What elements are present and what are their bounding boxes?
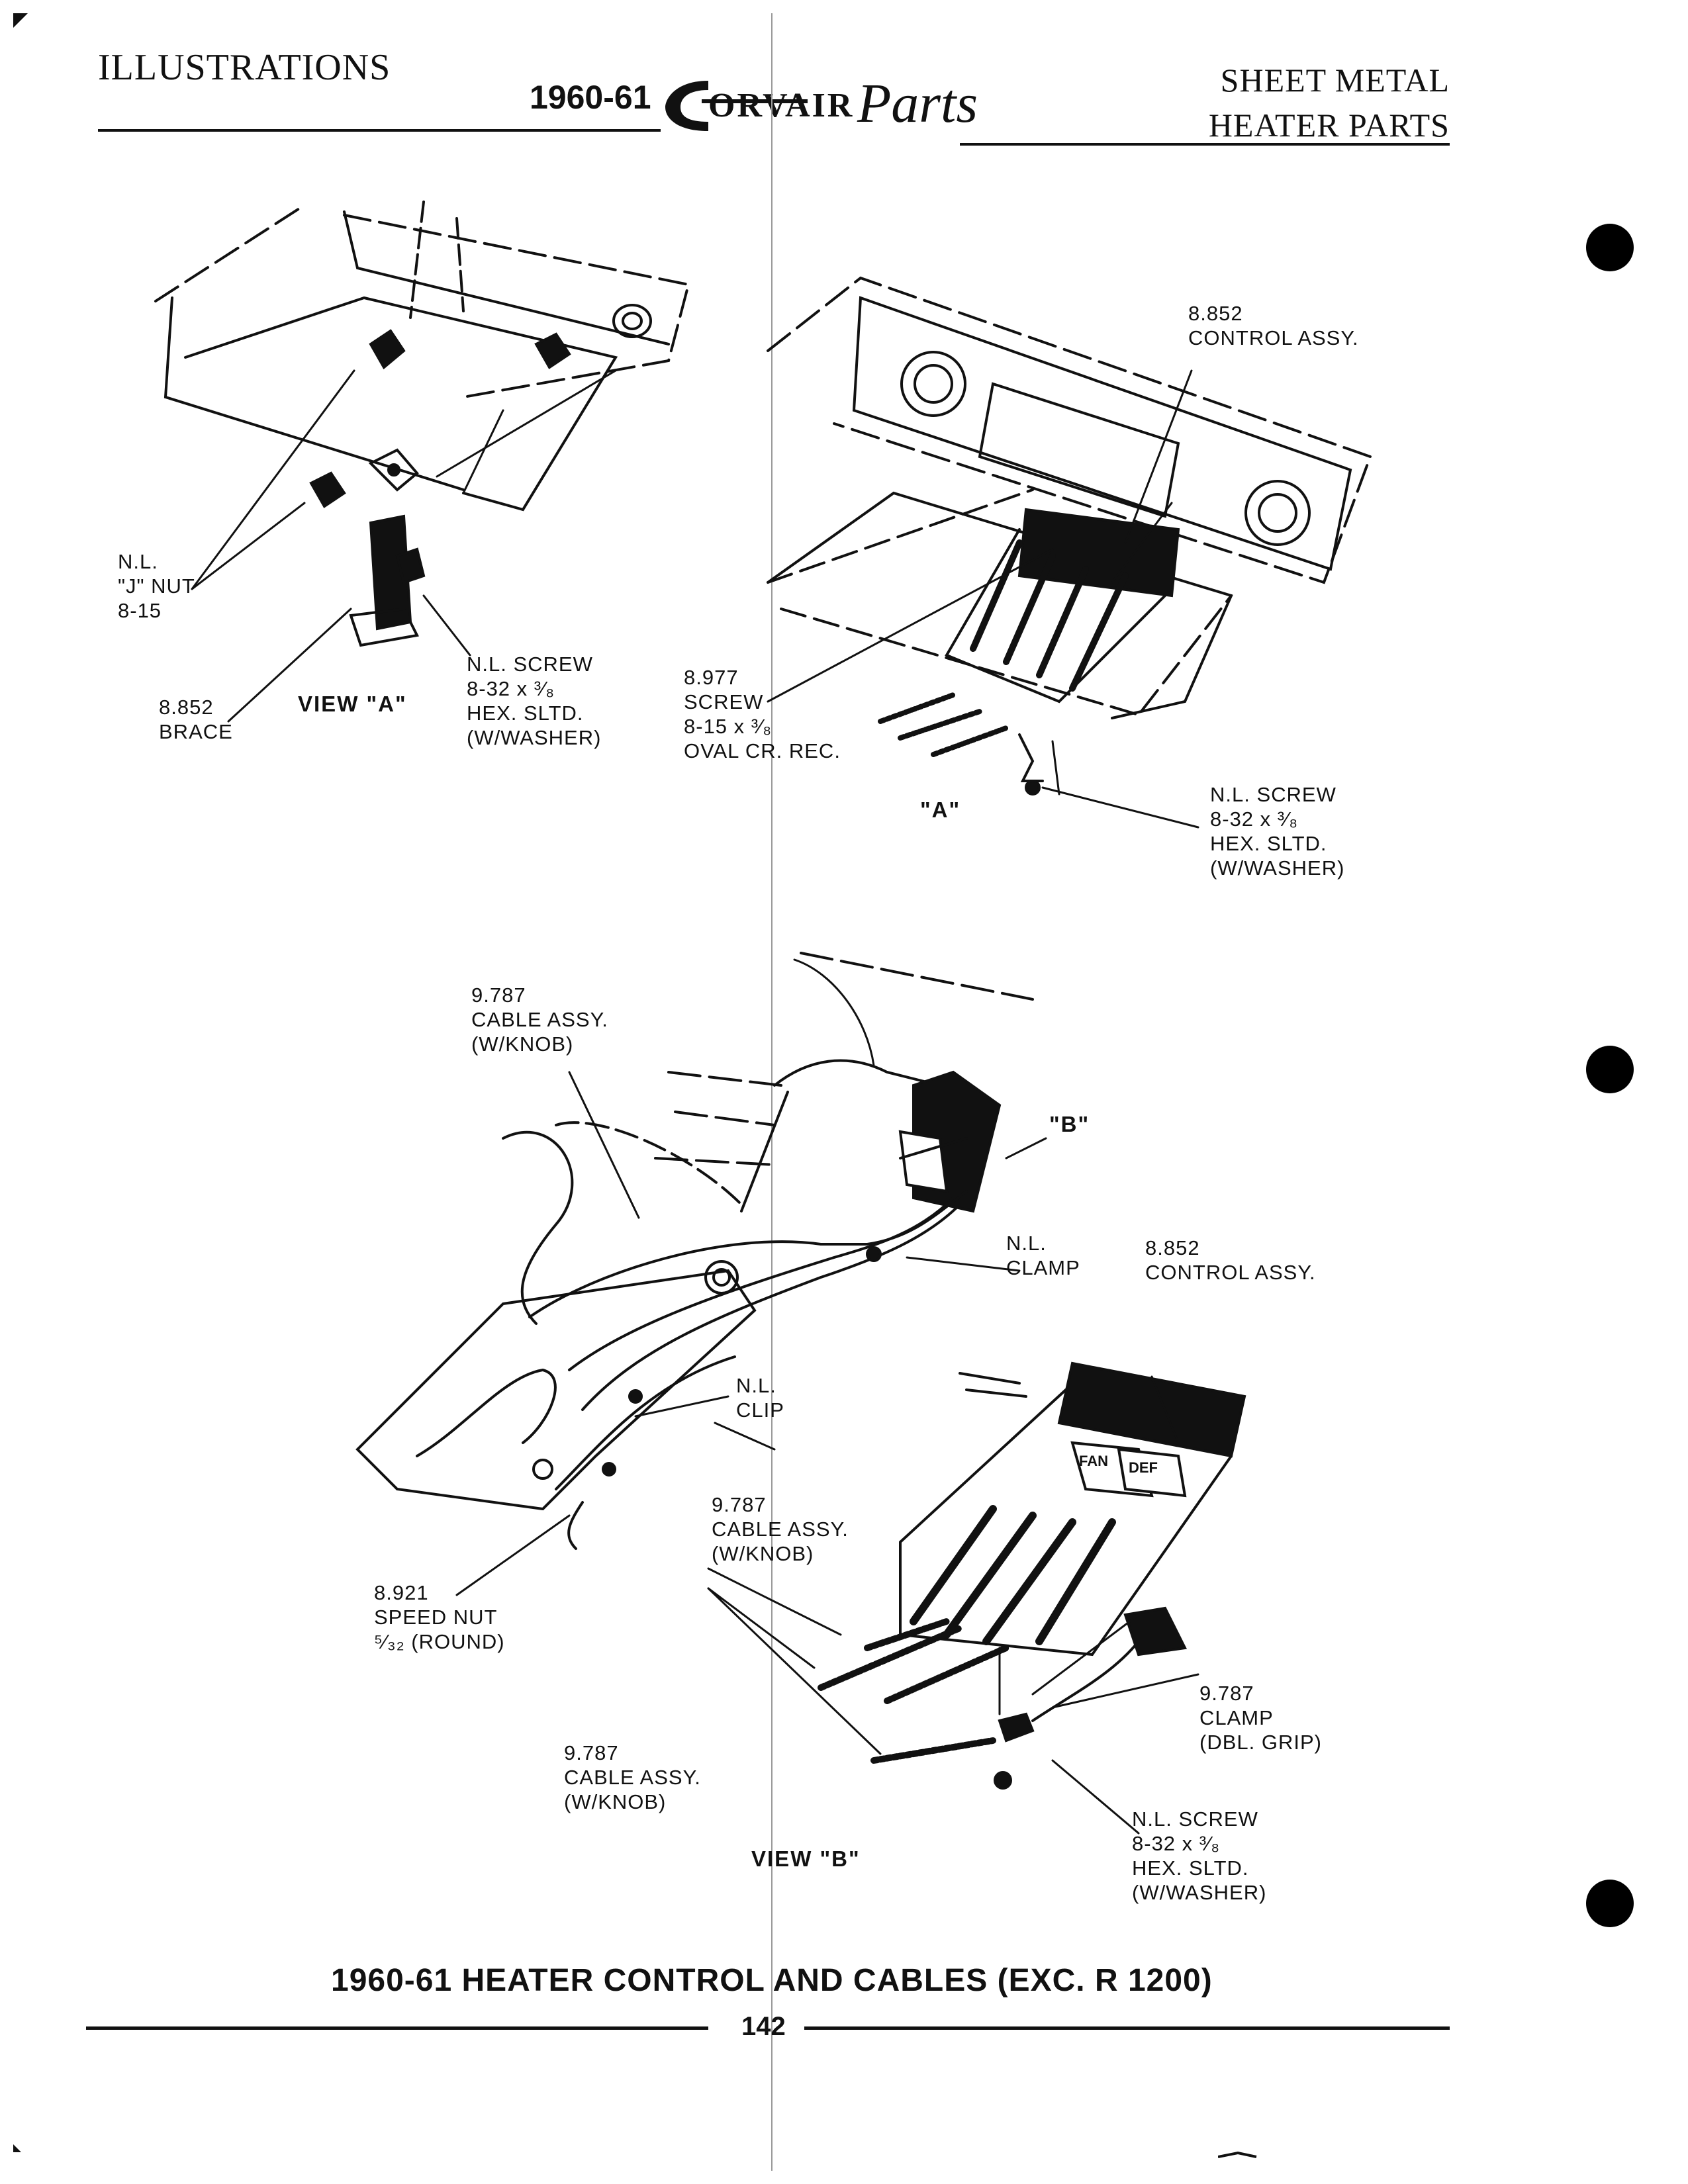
cable-routing-drawing <box>355 952 1047 1596</box>
scan-fold-line <box>771 13 773 2171</box>
view-a-label: VIEW "A" <box>298 692 407 716</box>
brand-name: ORVAIR <box>708 87 855 124</box>
header-section-title: ILLUSTRATIONS <box>98 47 391 88</box>
figure-caption: 1960-61 HEATER CONTROL AND CABLES (EXC. … <box>331 1963 1213 1998</box>
brand-logo: ORVAIR Parts <box>662 73 978 139</box>
callout-top-screw: N.L. SCREW 8-32 x ³⁄₈ HEX. SLTD. (W/WASH… <box>1210 783 1345 880</box>
callout-dbl-clamp: 9.787 CLAMP (DBL. GRIP) <box>1199 1682 1322 1754</box>
footer-smudge <box>1218 2151 1257 2158</box>
binder-hole-middle <box>1586 1046 1634 1093</box>
corner-mark-top-left <box>13 13 28 28</box>
view-b-label: VIEW "B" <box>751 1846 861 1871</box>
fan-switch-label: FAN <box>1079 1453 1108 1469</box>
a-marker: "A" <box>920 797 961 822</box>
callout-control-assy-top: 8.852 CONTROL ASSY. <box>1188 302 1359 349</box>
footer-rule-left <box>86 2026 708 2030</box>
brand-script: Parts <box>857 73 978 134</box>
footer-rule-right <box>804 2026 1450 2030</box>
callout-brace: 8.852 BRACE <box>159 696 233 743</box>
header-right-line1: SHEET METAL <box>1220 62 1450 99</box>
callout-j-nut: N.L. "J" NUT 8-15 <box>118 550 195 622</box>
def-switch-label: DEF <box>1129 1459 1158 1476</box>
binder-hole-bottom <box>1586 1880 1634 1927</box>
header-rule-right <box>960 143 1450 146</box>
callout-bottom-screw: N.L. SCREW 8-32 x ³⁄₈ HEX. SLTD. (W/WASH… <box>1132 1807 1267 1904</box>
view-a-drawing <box>154 201 690 723</box>
header-rule-left <box>98 129 661 132</box>
b-marker: "B" <box>1049 1112 1090 1136</box>
header-right-line2: HEATER PARTS <box>1208 107 1450 144</box>
control-assy-bottom-drawing <box>707 1361 1246 1835</box>
binder-hole-top <box>1586 224 1634 271</box>
control-assy-top-drawing <box>767 276 1372 829</box>
callout-cable-assy-lower: 9.787 CABLE ASSY. (W/KNOB) <box>564 1741 701 1813</box>
callout-brace-screw: N.L. SCREW 8-32 x ³⁄₈ HEX. SLTD. (W/WASH… <box>467 653 602 749</box>
callout-speed-nut: 8.921 SPEED NUT ⁵⁄₃₂ (ROUND) <box>374 1581 505 1653</box>
callout-oval-screw: 8.977 SCREW 8-15 x ³⁄₈ OVAL CR. REC. <box>684 666 841 762</box>
corner-mark-bottom-left <box>13 2144 21 2152</box>
header-model-years: 1960-61 <box>530 79 651 116</box>
callout-clamp: N.L. CLAMP <box>1006 1232 1080 1279</box>
page-number: 142 <box>741 2012 786 2041</box>
callout-clip: N.L. CLIP <box>736 1374 784 1422</box>
callout-cable-assy-mid: 9.787 CABLE ASSY. (W/KNOB) <box>712 1493 849 1565</box>
callout-cable-assy-upper: 9.787 CABLE ASSY. (W/KNOB) <box>471 983 608 1056</box>
callout-control-assy-bottom: 8.852 CONTROL ASSY. <box>1145 1236 1316 1284</box>
